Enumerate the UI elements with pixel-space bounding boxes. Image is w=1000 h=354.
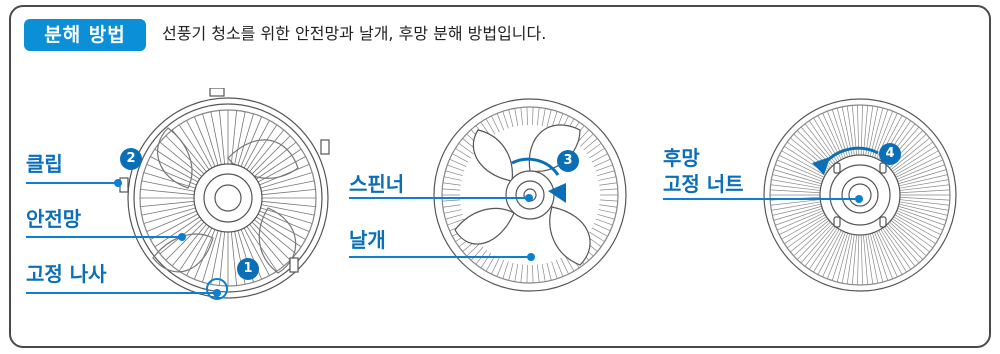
rear-guard-label-line2: 고정 너트 [663,172,744,196]
rear-guard-label-line1: 후망 [663,146,700,170]
blade-illustration [433,98,627,292]
rear-guard-leader-dot [855,195,863,203]
blade-label: 날개 [349,228,386,252]
clip-leader-dot [114,179,122,187]
spinner-leader-line [349,197,529,199]
section-badge: 분해 방법 [24,19,146,51]
spinner-leader-dot [525,194,533,202]
screw-leader-dot [213,289,221,297]
blade-leader-line [349,256,531,258]
spinner-label: 스핀너 [349,172,405,196]
step-3-marker: 3 [557,150,579,172]
guard-leader-line [26,236,182,238]
blade-leader-dot [527,253,535,261]
guard-label: 안전망 [26,207,82,231]
rear-guard-leader-line [663,198,859,200]
step-2-marker: 2 [120,148,142,170]
clip-leader-line [26,182,118,184]
clip-label: 클립 [26,152,63,176]
step-4-marker: 4 [879,143,901,165]
step-1-marker: 1 [237,258,259,280]
front-guard-illustration [119,88,330,300]
screw-leader-line [26,292,214,294]
guard-leader-dot [178,233,186,241]
section-description: 선풍기 청소를 위한 안전망과 날개, 후망 분해 방법입니다. [162,24,547,43]
screw-label: 고정 나사 [26,262,107,286]
